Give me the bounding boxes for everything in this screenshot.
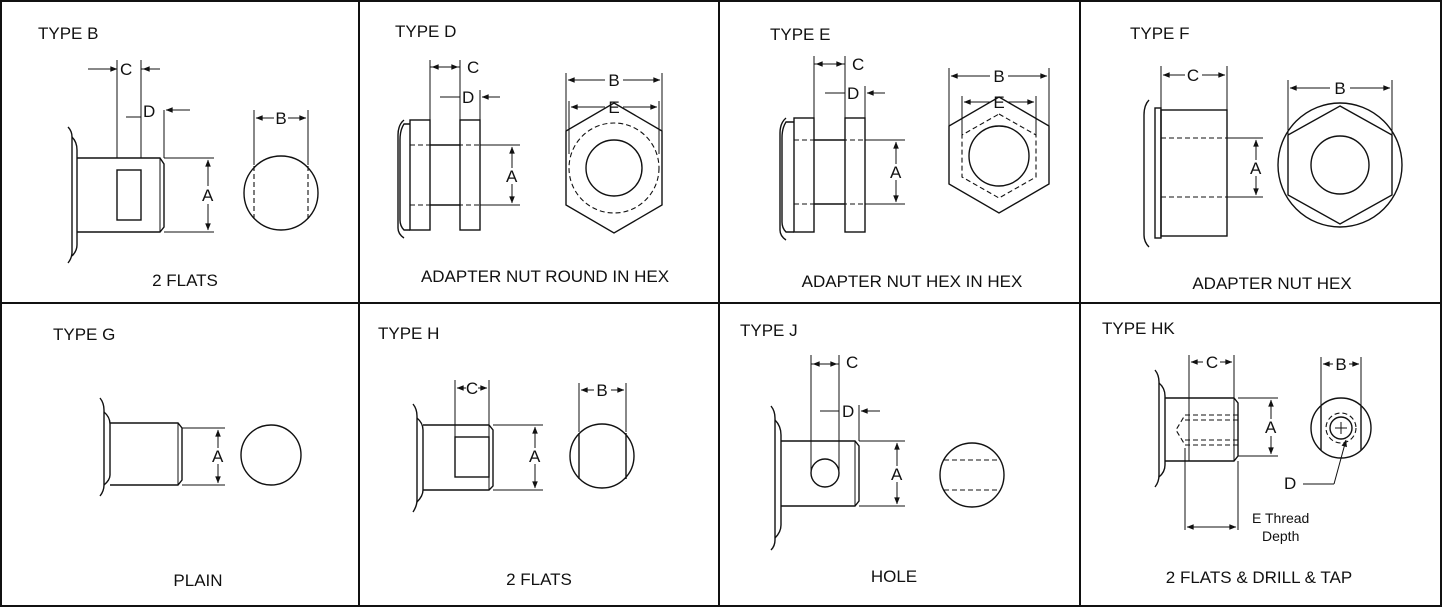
panel-caption: PLAIN: [173, 571, 222, 590]
dim-label-a: A: [890, 163, 902, 182]
end-view: B: [569, 381, 635, 489]
panel-title: TYPE D: [395, 22, 456, 41]
panel-caption: ADAPTER NUT ROUND IN HEX: [421, 267, 669, 286]
thread-depth-label-2: Depth: [1262, 528, 1299, 544]
dim-label-d: D: [1284, 474, 1296, 493]
panel-type-h: TYPE H 2 FLATS C A B: [378, 324, 635, 589]
panel-type-f: TYPE F ADAPTER NUT HEX C A: [1130, 24, 1403, 293]
panel-title: TYPE B: [38, 24, 98, 43]
end-view: [240, 424, 302, 486]
dim-label-b: B: [1335, 355, 1346, 374]
end-view: B: [1277, 79, 1403, 228]
dim-label-c: C: [1206, 353, 1218, 372]
panel-caption: ADAPTER NUT HEX: [1192, 274, 1351, 293]
panel-type-hk: TYPE HK 2 FLATS & DRILL & TAP C A: [1102, 319, 1372, 587]
dim-label-a: A: [202, 186, 214, 205]
panel-caption: ADAPTER NUT HEX IN HEX: [802, 272, 1023, 291]
dim-label-e: E: [993, 93, 1004, 112]
dim-label-a: A: [529, 447, 541, 466]
dim-label-e: E: [608, 98, 619, 117]
panel-title: TYPE HK: [1102, 319, 1175, 338]
panel-type-b: TYPE B 2 FLATS C D A: [38, 24, 319, 290]
dim-label-a: A: [1265, 418, 1277, 437]
end-view: B E: [565, 71, 663, 234]
panel-title: TYPE F: [1130, 24, 1190, 43]
dim-label-c: C: [1187, 66, 1199, 85]
dim-label-b: B: [993, 67, 1004, 86]
dim-label-c: C: [466, 379, 478, 398]
side-view: A: [99, 397, 225, 497]
dim-label-c: C: [120, 60, 132, 79]
side-view: C D A: [397, 58, 520, 239]
dim-label-c: C: [852, 55, 864, 74]
side-view: C D A: [770, 353, 905, 551]
dim-label-d: D: [143, 102, 155, 121]
panel-title: TYPE G: [53, 325, 115, 344]
end-view: B E: [948, 67, 1050, 214]
dim-label-c: C: [467, 58, 479, 77]
side-view: C D A: [779, 55, 905, 241]
panel-type-j: TYPE J HOLE C D A: [740, 321, 1005, 586]
panel-type-e: TYPE E ADAPTER NUT HEX IN HEX C D: [770, 25, 1050, 291]
dim-label-a: A: [212, 447, 224, 466]
dim-label-b: B: [596, 381, 607, 400]
panel-title: TYPE J: [740, 321, 798, 340]
panel-caption: 2 FLATS & DRILL & TAP: [1166, 568, 1352, 587]
dim-label-a: A: [891, 465, 903, 484]
thread-depth-label: E Thread: [1252, 510, 1309, 526]
panel-caption: HOLE: [871, 567, 917, 586]
dim-label-d: D: [462, 88, 474, 107]
dim-label-a: A: [1250, 159, 1262, 178]
panel-caption: 2 FLATS: [152, 271, 218, 290]
dim-label-b: B: [275, 109, 286, 128]
panel-type-g: TYPE G PLAIN A: [53, 325, 302, 590]
dim-label-d: D: [847, 84, 859, 103]
dim-label-a: A: [506, 167, 518, 186]
dim-label-d: D: [842, 402, 854, 421]
dim-label-c: C: [846, 353, 858, 372]
side-view: C A E Thread Depth: [1154, 353, 1309, 544]
end-view: B D: [1284, 355, 1372, 493]
panel-type-d: TYPE D ADAPTER NUT ROUND IN HEX C D: [395, 22, 669, 286]
panel-title: TYPE H: [378, 324, 439, 343]
panel-caption: 2 FLATS: [506, 570, 572, 589]
dim-label-b: B: [608, 71, 619, 90]
panel-title: TYPE E: [770, 25, 830, 44]
end-view: [939, 442, 1005, 508]
end-view: B: [243, 109, 319, 231]
dim-label-b: B: [1334, 79, 1345, 98]
side-view: C A: [412, 379, 543, 513]
side-view: C A: [1143, 66, 1263, 248]
side-view: C D A: [67, 60, 214, 264]
